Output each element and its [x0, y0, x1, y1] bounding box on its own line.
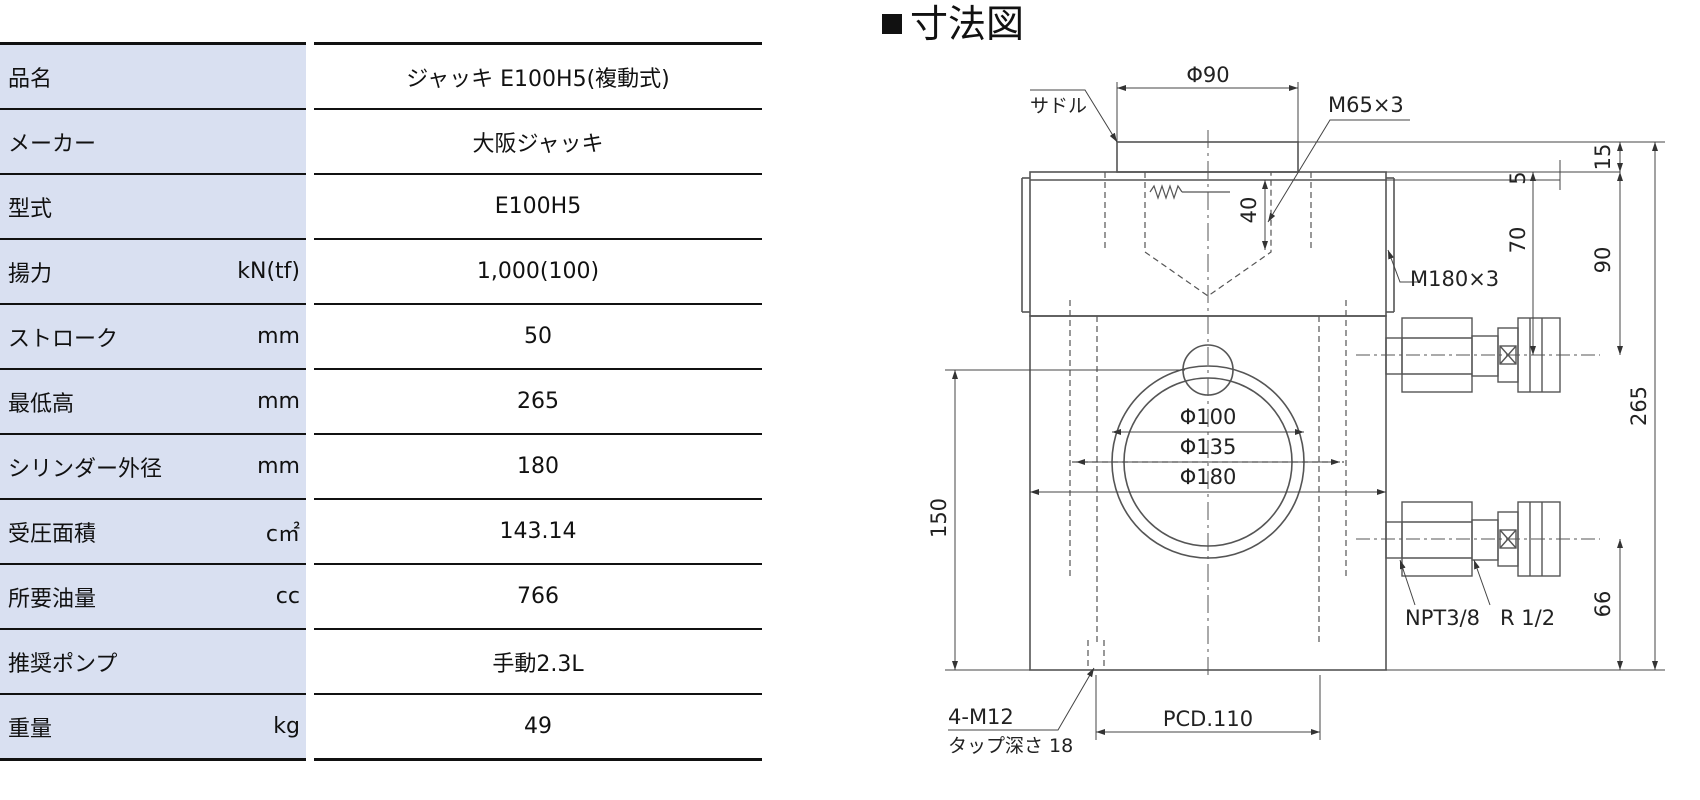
label-saddle: サドル — [1030, 95, 1087, 117]
spec-gap — [306, 305, 314, 370]
label-m180: M180×3 — [1410, 267, 1499, 291]
spec-row: 推奨ポンプ 手動2.3L — [0, 630, 762, 695]
spec-gap — [306, 110, 314, 175]
spec-row: ストローク mm 50 — [0, 305, 762, 370]
spec-gap — [306, 240, 314, 305]
spec-value: 大阪ジャッキ — [314, 110, 762, 175]
spec-label-cell: 所要油量 cc — [0, 565, 306, 630]
spec-label-cell: 揚力 kN(tf) — [0, 240, 306, 305]
spec-label: 型式 — [8, 196, 53, 222]
label-d5: 5 — [1506, 171, 1530, 184]
spec-label: 推奨ポンプ — [8, 651, 118, 677]
spec-label-cell: 型式 — [0, 175, 306, 240]
label-npt: NPT3/8 — [1405, 606, 1480, 630]
spec-label: シリンダー外径 — [8, 456, 163, 482]
dimension-drawing: Φ90 サドル M65×3 M180×3 15 5 40 70 90 265 1… — [927, 63, 1665, 757]
spec-gap — [306, 630, 314, 695]
spec-value: 180 — [314, 435, 762, 500]
drawing-title-text: 寸法図 — [910, 2, 1025, 46]
spec-label: 品名 — [8, 66, 53, 92]
label-pcd: PCD.110 — [1163, 707, 1253, 731]
label-phi180: Φ180 — [1180, 465, 1237, 489]
spec-gap — [306, 565, 314, 630]
spec-label-cell: ストローク mm — [0, 305, 306, 370]
spec-unit: kg — [273, 714, 300, 739]
spec-value: 265 — [314, 370, 762, 435]
spec-gap — [306, 175, 314, 240]
spring-detail — [1149, 184, 1230, 200]
spec-unit: kN(tf) — [237, 259, 300, 284]
spec-label: 重量 — [8, 716, 53, 742]
spec-label: メーカー — [8, 131, 97, 157]
label-phi100: Φ100 — [1180, 405, 1237, 429]
spec-label-cell: 最低高 mm — [0, 370, 306, 435]
spec-gap — [306, 370, 314, 435]
label-d40: 40 — [1237, 197, 1261, 224]
spec-value: 手動2.3L — [314, 630, 762, 695]
spec-unit: mm — [257, 324, 300, 349]
spec-row: 型式 E100H5 — [0, 175, 762, 240]
spec-gap — [306, 695, 314, 761]
label-d90: 90 — [1591, 247, 1615, 274]
spec-label-cell: メーカー — [0, 110, 306, 175]
spec-gap — [306, 435, 314, 500]
spec-label: ストローク — [8, 326, 119, 352]
spec-value: 1,000(100) — [314, 240, 762, 305]
cylinder-body-outline — [1029, 315, 1387, 671]
spec-label-cell: 受圧面積 c㎡ — [0, 500, 306, 565]
spec-row: 受圧面積 c㎡ 143.14 — [0, 500, 762, 565]
spec-gap — [306, 42, 314, 110]
spec-label-cell: 推奨ポンプ — [0, 630, 306, 695]
label-d265: 265 — [1627, 386, 1651, 426]
label-d15: 15 — [1591, 144, 1615, 171]
label-m12: 4-M12 — [948, 705, 1014, 729]
spec-row: 最低高 mm 265 — [0, 370, 762, 435]
spec-unit: c㎡ — [265, 521, 300, 547]
label-d66: 66 — [1591, 591, 1615, 618]
spec-value: 49 — [314, 695, 762, 761]
spec-table: 品名 ジャッキ E100H5(複動式) メーカー 大阪ジャッキ型式 E100H5 揚力 kN… — [0, 42, 762, 761]
label-r12: R 1/2 — [1500, 606, 1555, 630]
square-bullet-icon — [882, 14, 902, 34]
spec-row: 所要油量 cc 766 — [0, 565, 762, 630]
spec-value: 50 — [314, 305, 762, 370]
spec-row: シリンダー外径 mm 180 — [0, 435, 762, 500]
inner-bore-cone — [1144, 172, 1272, 297]
spec-table-body: 品名 ジャッキ E100H5(複動式) メーカー 大阪ジャッキ型式 E100H5 揚力 kN… — [0, 42, 762, 761]
label-d150: 150 — [927, 498, 951, 538]
spec-label-cell: 品名 — [0, 42, 306, 110]
spec-value: ジャッキ E100H5(複動式) — [314, 42, 762, 110]
spec-row: 品名 ジャッキ E100H5(複動式) — [0, 42, 762, 110]
spec-label: 揚力 — [8, 261, 53, 287]
label-tap-depth: タップ深さ 18 — [948, 735, 1073, 757]
spec-label-cell: 重量 kg — [0, 695, 306, 761]
spec-unit: mm — [257, 389, 300, 414]
spec-label: 最低高 — [8, 391, 75, 417]
spec-label: 受圧面積 — [8, 521, 97, 547]
spec-unit: mm — [257, 454, 300, 479]
drawing-title: 寸法図 — [882, 2, 1024, 46]
spec-row: メーカー 大阪ジャッキ — [0, 110, 762, 175]
label-phi90: Φ90 — [1186, 63, 1229, 87]
spec-label-cell: シリンダー外径 mm — [0, 435, 306, 500]
label-phi135: Φ135 — [1180, 435, 1237, 459]
spec-unit: cc — [275, 584, 300, 609]
spec-row: 重量 kg 49 — [0, 695, 762, 761]
spec-row: 揚力 kN(tf) 1,000(100) — [0, 240, 762, 305]
spec-value: E100H5 — [314, 175, 762, 240]
spec-value: 143.14 — [314, 500, 762, 565]
label-d70: 70 — [1506, 227, 1530, 254]
label-m65: M65×3 — [1328, 93, 1404, 117]
spec-value: 766 — [314, 565, 762, 630]
spec-gap — [306, 500, 314, 565]
spec-label: 所要油量 — [8, 586, 97, 612]
